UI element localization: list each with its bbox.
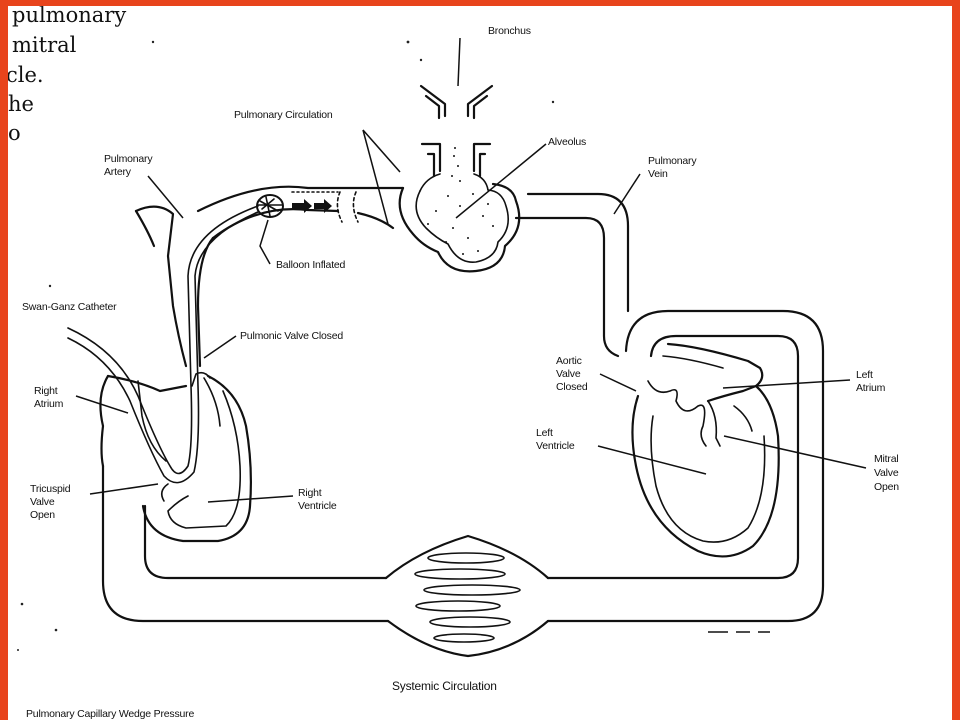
- label-tricuspid-2: Valve: [30, 496, 55, 508]
- circulation-loop: [101, 185, 825, 623]
- pointer-lines: [75, 37, 867, 633]
- label-right-atrium-1: Right: [34, 385, 58, 397]
- label-mitral-valve-1: Mitral: [874, 453, 898, 465]
- label-right-ventricle-2: Ventricle: [298, 500, 337, 512]
- pcwp-diagram: pulmonary mitral cle. he o: [8, 6, 899, 720]
- label-alveolus: Alveolus: [548, 136, 586, 148]
- diagram-labels: Bronchus Pulmonary Circulation Alveolus …: [22, 25, 899, 720]
- label-swan-ganz: Swan-Ganz Catheter: [22, 301, 117, 313]
- caption: Pulmonary Capillary Wedge Pressure: [26, 708, 194, 720]
- label-tricuspid-3: Open: [30, 509, 55, 521]
- label-balloon-inflated: Balloon Inflated: [276, 259, 346, 271]
- slide-frame: pulmonary mitral cle. he o: [8, 6, 952, 720]
- label-pulmonic-valve: Pulmonic Valve Closed: [240, 330, 343, 342]
- label-aortic-valve-3: Closed: [556, 381, 588, 393]
- label-pulmonary-artery-1: Pulmonary: [104, 153, 153, 165]
- systemic-capillaries: [384, 534, 550, 658]
- swan-ganz-catheter: [67, 205, 259, 484]
- catheter-balloon: [256, 191, 359, 223]
- label-left-ventricle-1: Left: [536, 427, 553, 439]
- partial-text-line1: pulmonary: [12, 6, 126, 27]
- partial-text-line3: cle.: [8, 63, 44, 87]
- label-aortic-valve-1: Aortic: [556, 355, 582, 367]
- bronchus: [419, 84, 494, 178]
- label-systemic-circulation: Systemic Circulation: [392, 679, 497, 693]
- label-aortic-valve-2: Valve: [556, 368, 581, 380]
- partial-text-line4: he: [8, 92, 34, 116]
- label-mitral-valve-3: Open: [874, 481, 899, 493]
- scan-specks: [17, 40, 555, 651]
- left-heart: [631, 342, 780, 558]
- label-pulmonary-circulation: Pulmonary Circulation: [234, 109, 333, 121]
- alveolus: [398, 147, 521, 273]
- label-right-atrium-2: Atrium: [34, 398, 64, 410]
- partial-text-line2: mitral: [12, 33, 77, 57]
- label-left-atrium-1: Left: [856, 369, 873, 381]
- right-heart: [99, 371, 252, 543]
- label-pulmonary-vein-2: Vein: [648, 168, 668, 180]
- label-left-ventricle-2: Ventricle: [536, 440, 575, 452]
- label-right-ventricle-1: Right: [298, 487, 322, 499]
- label-mitral-valve-2: Valve: [874, 467, 899, 479]
- label-tricuspid-1: Tricuspid: [30, 483, 71, 495]
- label-pulmonary-artery-2: Artery: [104, 166, 132, 178]
- partial-text-line5: o: [8, 121, 21, 145]
- label-bronchus: Bronchus: [488, 25, 531, 37]
- label-pulmonary-vein-1: Pulmonary: [648, 155, 697, 167]
- label-left-atrium-2: Atrium: [856, 382, 886, 394]
